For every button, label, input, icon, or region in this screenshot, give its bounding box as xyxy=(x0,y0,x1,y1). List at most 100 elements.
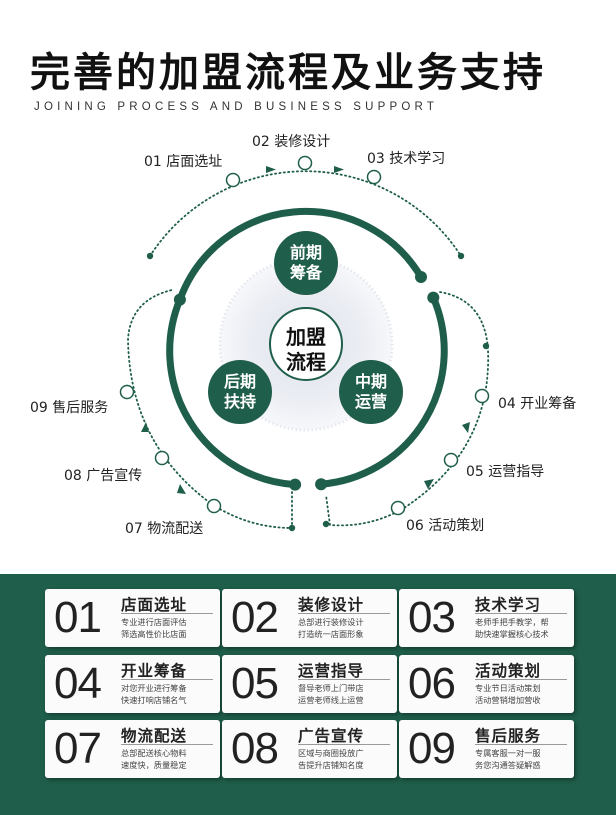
card-description: 区域与商圈投放广 告提升店铺知名度 xyxy=(298,747,364,771)
ring-end-dot xyxy=(427,291,440,304)
phase-label-late: 后期 扶持 xyxy=(208,372,272,412)
card-description-line2: 活动营销增加营收 xyxy=(475,695,541,705)
ring-arc-right xyxy=(317,294,448,488)
card-title: 开业筹备 xyxy=(121,662,188,680)
center-label: 加盟 流程 xyxy=(268,325,344,375)
step-label-05: 05 运营指导 xyxy=(466,464,545,480)
process-diagram xyxy=(119,155,490,532)
service-card-05: 05 运营指导 督导老师上门带店 运营老师线上运营 xyxy=(222,655,397,713)
dotted-end-dot xyxy=(322,520,330,528)
card-description: 专属客服一对一服 务您沟通答疑解惑 xyxy=(475,747,541,771)
step-marker xyxy=(154,450,170,466)
step-label-02: 02 装修设计 xyxy=(252,134,331,150)
phase-label-mid: 中期 运营 xyxy=(339,372,403,412)
arrow-icon xyxy=(334,166,344,173)
card-description-line1: 专属客服一对一服 xyxy=(475,748,541,758)
step-marker xyxy=(390,500,406,516)
card-number: 06 xyxy=(408,659,456,708)
card-description-line1: 对您开业进行筹备 xyxy=(121,683,187,693)
card-description-line1: 老师手把手教学，帮 xyxy=(475,617,549,627)
card-number: 08 xyxy=(231,724,279,773)
step-marker xyxy=(474,388,490,404)
card-number: 05 xyxy=(231,659,279,708)
card-description: 老师手把手教学，帮 助快速掌握核心技术 xyxy=(475,616,549,640)
card-divider xyxy=(121,744,213,745)
dotted-end-dot xyxy=(146,252,154,260)
phase-label-line2: 扶持 xyxy=(223,392,256,411)
phase-label-line2: 运营 xyxy=(354,392,387,411)
ring-arc-top xyxy=(176,207,425,304)
dotted-end-dot xyxy=(288,524,296,532)
ring-end-dot xyxy=(173,293,186,306)
card-description-line2: 告提升店铺知名度 xyxy=(298,760,364,770)
phase-label-line2: 筹备 xyxy=(289,263,322,282)
ring-arc-left xyxy=(166,296,299,489)
step-marker xyxy=(225,172,241,188)
card-divider xyxy=(298,613,390,614)
dotted-end-dot xyxy=(457,252,465,260)
card-title: 运营指导 xyxy=(298,662,365,680)
arrow-icon xyxy=(141,422,149,432)
card-title: 售后服务 xyxy=(475,727,542,745)
card-description-line2: 助快速掌握核心技术 xyxy=(475,629,549,639)
center-circle xyxy=(269,307,343,381)
service-card-03: 03 技术学习 老师手把手教学，帮 助快速掌握核心技术 xyxy=(399,589,574,647)
ring-end-dot xyxy=(289,478,302,491)
card-description: 专业进行店面评估 筛选高性价比店面 xyxy=(121,616,187,640)
service-card-08: 08 广告宣传 区域与商圈投放广 告提升店铺知名度 xyxy=(222,720,397,778)
phase-label-line1: 后期 xyxy=(223,372,256,391)
card-description-line2: 务您沟通答疑解惑 xyxy=(475,760,541,770)
card-description-line2: 打造统一店面形象 xyxy=(298,629,364,639)
phase-label-line1: 前期 xyxy=(289,243,322,262)
service-card-09: 09 售后服务 专属客服一对一服 务您沟通答疑解惑 xyxy=(399,720,574,778)
step-label-08: 08 广告宣传 xyxy=(64,468,143,484)
card-number: 03 xyxy=(408,593,456,642)
card-title: 店面选址 xyxy=(121,596,188,614)
card-title: 装修设计 xyxy=(298,596,365,614)
step-marker xyxy=(366,169,382,185)
step-label-03: 03 技术学习 xyxy=(367,151,446,167)
step-marker xyxy=(297,155,313,171)
card-number: 04 xyxy=(54,659,102,708)
page-subtitle: JOINING PROCESS AND BUSINESS SUPPORT xyxy=(34,101,439,113)
card-description-line1: 督导老师上门带店 xyxy=(298,683,364,693)
card-description-line2: 快速打响店铺名气 xyxy=(121,695,187,705)
arrow-icon xyxy=(266,166,276,173)
center-label-line1: 加盟 xyxy=(286,325,326,349)
step-label-04: 04 开业筹备 xyxy=(498,396,577,412)
card-description: 总部配送核心物料 速度快，质量稳定 xyxy=(121,747,187,771)
card-title: 广告宣传 xyxy=(298,727,365,745)
outer-dotted-arc-top xyxy=(149,170,462,257)
step-marker xyxy=(119,384,135,400)
phase-label-early: 前期 筹备 xyxy=(274,243,338,283)
service-card-06: 06 活动策划 专业节日活动策划 活动营销增加营收 xyxy=(399,655,574,713)
card-description-line2: 筛选高性价比店面 xyxy=(121,629,187,639)
arrow-icon xyxy=(424,479,434,489)
step-label-09: 09 售后服务 xyxy=(30,400,109,416)
card-divider xyxy=(121,679,213,680)
card-description-line1: 总部配送核心物料 xyxy=(121,748,187,758)
step-marker xyxy=(206,498,222,514)
step-label-06: 06 活动策划 xyxy=(406,518,485,534)
center-label-line2: 流程 xyxy=(286,350,326,374)
page-title: 完善的加盟流程及业务支持 xyxy=(30,50,546,96)
arrow-icon xyxy=(462,422,470,433)
card-divider xyxy=(121,613,213,614)
outer-dotted-arc-left xyxy=(127,289,293,529)
card-description-line2: 速度快，质量稳定 xyxy=(121,760,187,770)
card-divider xyxy=(298,679,390,680)
card-divider xyxy=(475,744,567,745)
card-description-line1: 专业节日活动策划 xyxy=(475,683,541,693)
card-description-line1: 区域与商圈投放广 xyxy=(298,748,364,758)
card-title: 技术学习 xyxy=(475,596,542,614)
card-divider xyxy=(475,613,567,614)
phase-circle-late xyxy=(208,360,272,424)
services-panel: 01 店面选址 专业进行店面评估 筛选高性价比店面 02 装修设计 总部进行装修… xyxy=(0,574,616,815)
service-card-02: 02 装修设计 总部进行装修设计 打造统一店面形象 xyxy=(222,589,397,647)
card-description: 专业节日活动策划 活动营销增加营收 xyxy=(475,682,541,706)
ring-end-dot xyxy=(415,271,427,283)
card-description-line1: 总部进行装修设计 xyxy=(298,617,364,627)
step-label-07: 07 物流配送 xyxy=(125,521,204,537)
ring-end-dot xyxy=(315,478,328,491)
card-divider xyxy=(475,679,567,680)
